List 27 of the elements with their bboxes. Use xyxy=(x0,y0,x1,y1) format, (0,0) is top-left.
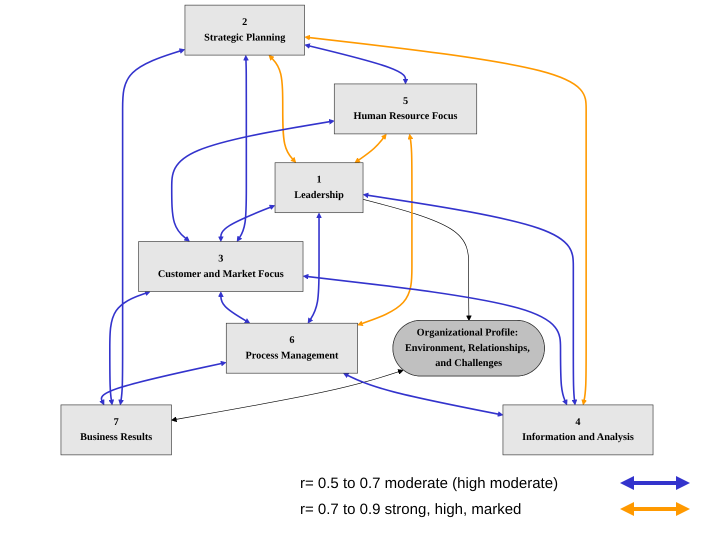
arrow xyxy=(304,34,587,406)
node-box: 1 Leadership xyxy=(274,162,364,214)
node-box: 5 Human Resource Focus xyxy=(334,84,478,134)
node-box: 6 Process Management xyxy=(226,322,358,374)
arrow xyxy=(363,192,578,406)
arrow xyxy=(343,372,504,417)
arrow xyxy=(303,274,568,406)
arrow xyxy=(268,54,296,163)
arrow xyxy=(308,212,322,324)
arrow xyxy=(357,134,414,326)
arrow xyxy=(218,292,250,324)
arrow xyxy=(170,119,335,242)
node-box: 2 Strategic Planning xyxy=(184,4,305,56)
arrow xyxy=(171,369,404,422)
arrow xyxy=(108,290,150,406)
node-box: 3 Customer and Market Focus xyxy=(138,241,304,292)
arrow xyxy=(99,360,226,406)
legend-text: r= 0.5 to 0.7 moderate (high moderate) xyxy=(300,474,560,492)
arrow xyxy=(362,198,472,321)
arrow xyxy=(118,48,185,406)
arrow xyxy=(218,204,276,242)
node-box: 7 Business Results xyxy=(60,404,172,456)
node-box: 4 Information and Analysis xyxy=(502,404,654,456)
arrow xyxy=(354,134,387,163)
legend-text: r= 0.7 to 0.9 strong, high, marked xyxy=(300,500,522,518)
arrow xyxy=(236,55,249,242)
arrow xyxy=(304,43,408,84)
